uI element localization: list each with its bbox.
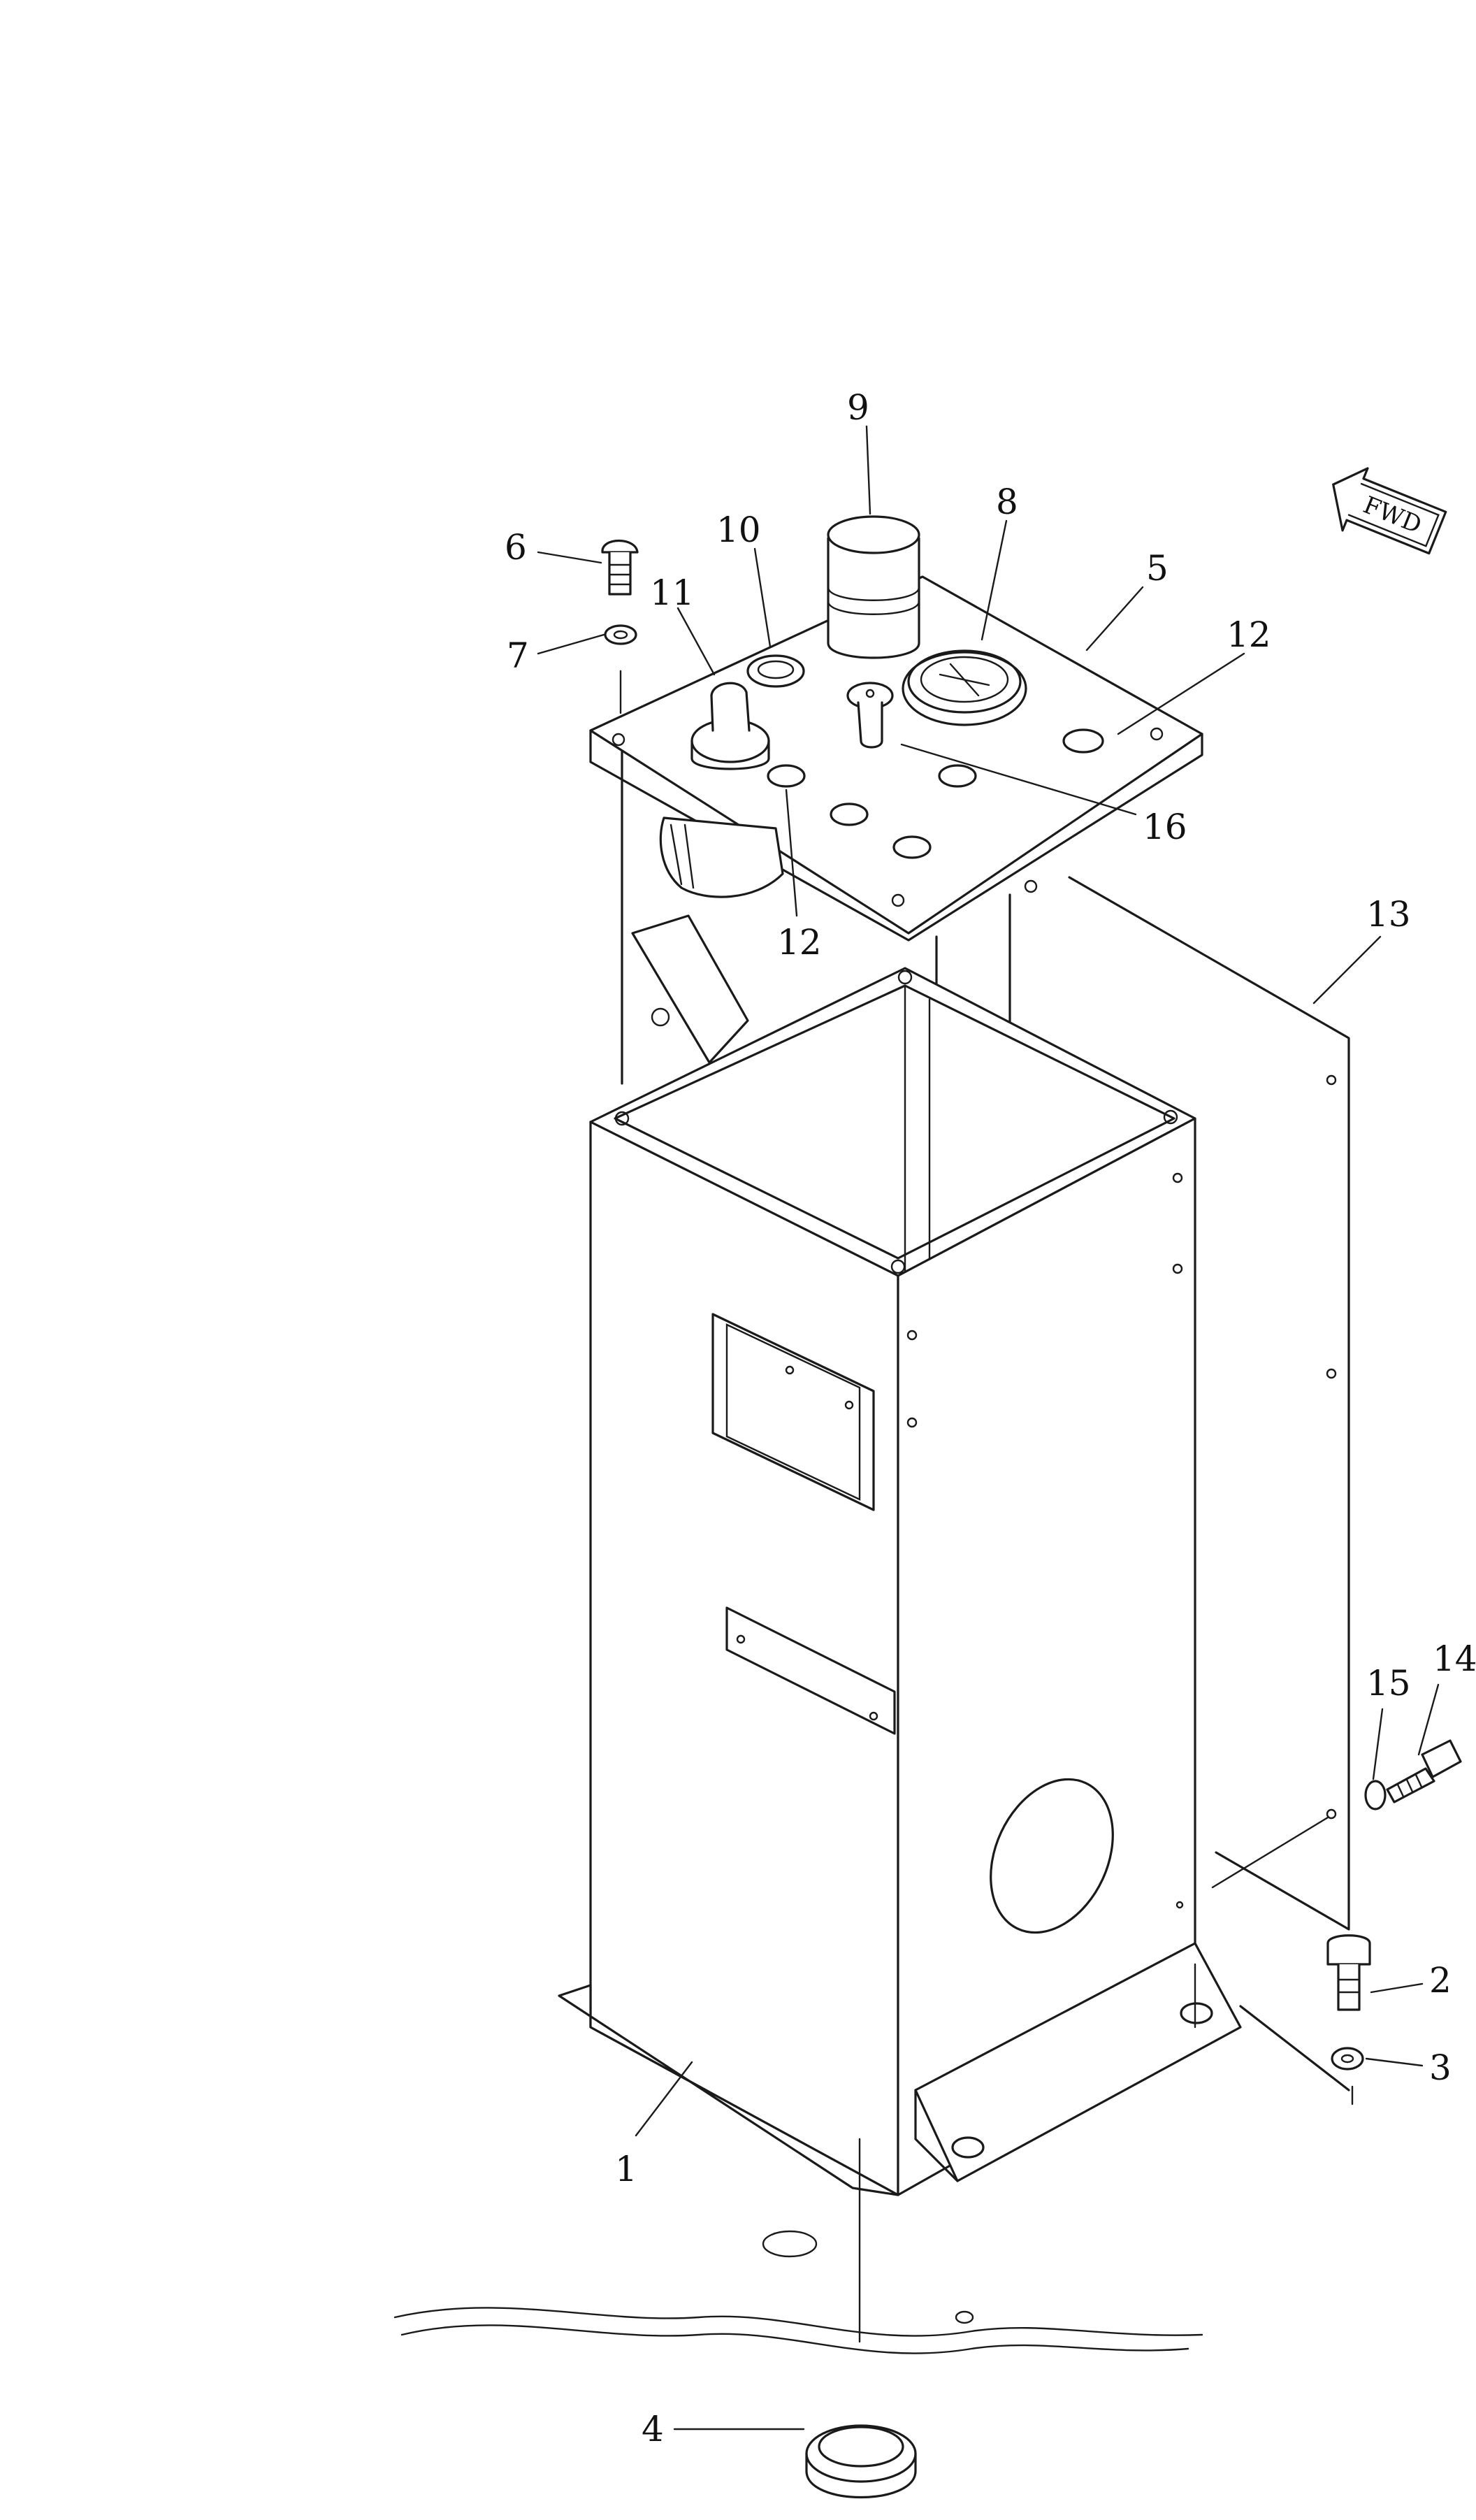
- bolt-14: [1386, 1739, 1462, 1803]
- callout-7: 7: [507, 635, 529, 676]
- plate-buttons: [767, 728, 1104, 859]
- mounting-bracket: [631, 914, 749, 1064]
- callout-3: 3: [1429, 2047, 1452, 2088]
- key-switch: [690, 682, 770, 770]
- washer-3: [1331, 2047, 1364, 2071]
- callout-11: 11: [650, 573, 695, 613]
- callout-12-center: 12: [777, 922, 822, 963]
- callout-9-label: 9: [847, 387, 869, 428]
- callout-12-right: 12: [1227, 614, 1271, 655]
- callout-1: 1: [615, 2149, 637, 2189]
- cylinder-component: [827, 515, 920, 659]
- leader-lines: [537, 425, 1440, 2431]
- bolt-6: [601, 539, 639, 596]
- callout-13: 13: [1366, 894, 1411, 935]
- callout-labels: 7 1 2 3 4 5 6 7 8 9 10 11 12 12 13 14 15…: [505, 387, 1476, 2449]
- callout-6: 6: [505, 527, 527, 568]
- callout-14: 14: [1433, 1639, 1476, 1679]
- knob: [846, 682, 894, 749]
- lower-cylinder: [659, 816, 784, 898]
- main-housing: [558, 967, 1350, 2258]
- callout-15: 15: [1366, 1663, 1411, 1704]
- ground-line: [393, 2307, 1203, 2354]
- side-panel: [1068, 876, 1350, 1931]
- seal-ring: [746, 654, 805, 688]
- callout-2: 2: [1429, 1960, 1452, 2001]
- callout-4: 4: [642, 2409, 664, 2449]
- callout-8: 8: [996, 482, 1018, 522]
- fwd-direction-arrow-icon: FWD: [1332, 467, 1447, 555]
- bolt-2: [1326, 1934, 1371, 2011]
- top-cover-plate: [589, 575, 1203, 942]
- callout-10: 10: [716, 510, 761, 550]
- callout-16: 16: [1143, 807, 1187, 847]
- grommet-ring-4: [805, 2424, 917, 2499]
- callout-5: 5: [1146, 548, 1168, 589]
- washer-7: [604, 624, 637, 645]
- washer-15: [1364, 1780, 1387, 1810]
- gauge: [902, 649, 1027, 726]
